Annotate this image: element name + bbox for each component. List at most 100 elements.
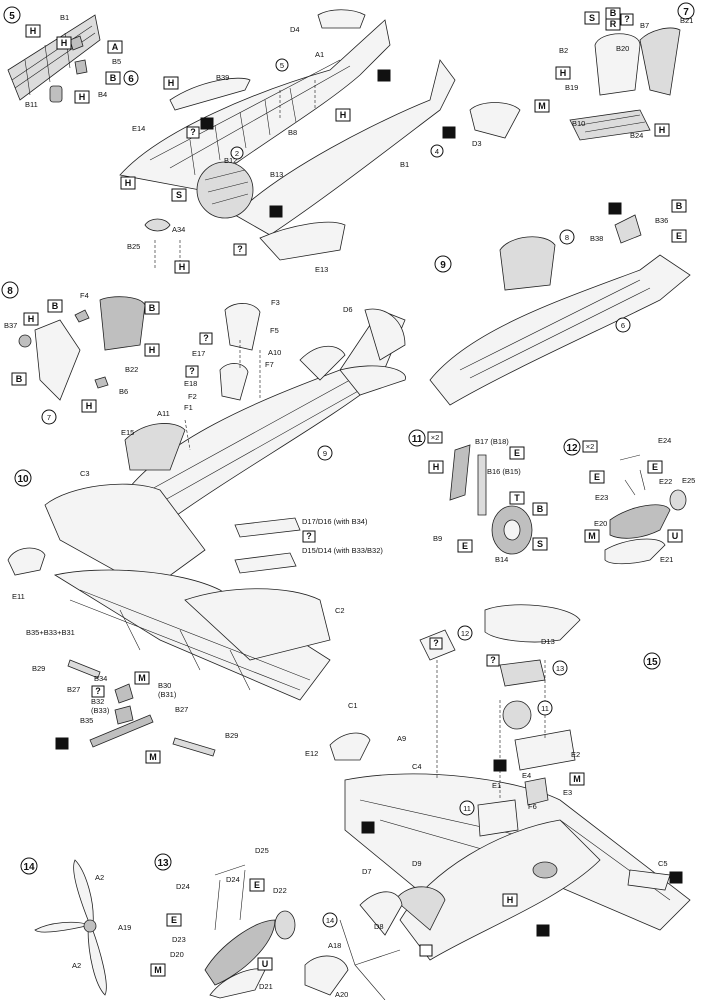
step-7-seat: 7 B2 B7 B21 B20 B19 B10 B24 S B R ? H M …: [534, 2, 695, 141]
svg-text:12: 12: [461, 629, 469, 638]
label-E22: E22: [659, 477, 672, 486]
svg-text:10: 10: [17, 474, 29, 485]
svg-text:7: 7: [683, 7, 689, 18]
svg-text:B: B: [676, 201, 683, 211]
svg-text:?: ?: [203, 333, 209, 343]
symbol-H: [335, 108, 351, 122]
part-b22-shape: [99, 296, 146, 351]
step-9-ref-marker: [317, 445, 333, 461]
svg-text:E: E: [676, 231, 682, 241]
step-8-frame: 8 F4 B37 B22 B6 7 H B B B H H: [1, 281, 160, 425]
step-10-marker: [14, 469, 32, 487]
svg-text:15: 15: [646, 657, 658, 668]
part-a19-hub-shape: [83, 919, 97, 933]
svg-text:M: M: [588, 531, 596, 541]
label-F4: F4: [80, 291, 89, 300]
label-D3: D3: [472, 139, 482, 148]
part-c3-wing-shape: [44, 483, 206, 591]
part-e2-shape: [514, 729, 576, 771]
label-D13: D13: [541, 637, 555, 646]
symbol-U: [257, 957, 273, 971]
canopy-fuselage-assembly: F3 F5 D6 E17 A10 F7 E18 F2 F1 A11 E15 9 …: [119, 298, 406, 521]
label-E3: E3: [563, 788, 572, 797]
symbol-B: [532, 502, 548, 516]
part-b29-shape: [67, 659, 101, 679]
svg-text:H: H: [86, 401, 93, 411]
decal-icon: [536, 924, 550, 937]
part-b32-shape: [114, 705, 134, 725]
svg-text:E: E: [594, 472, 600, 482]
svg-text:6: 6: [621, 321, 625, 330]
step-12-marker: [563, 438, 581, 456]
label-A20: A20: [335, 990, 348, 999]
label-E12: E12: [305, 749, 318, 758]
label-B7: B7: [640, 21, 649, 30]
svg-text:14: 14: [326, 916, 334, 925]
svg-text:12: 12: [566, 443, 578, 454]
svg-text:×2: ×2: [431, 433, 440, 442]
symbol-E: [509, 446, 525, 460]
svg-text:M: M: [154, 965, 162, 975]
label-A2b: A2: [72, 961, 81, 970]
fuselage-assembly: D4 A1 B39 E14 B8 B12 B13 A34 B25 E13 D3 …: [119, 9, 521, 274]
step-12-ref-marker: [457, 625, 473, 641]
symbol-question: [199, 332, 213, 345]
label-B12: B12: [224, 156, 237, 165]
label-F6: F6: [528, 802, 537, 811]
symbol-question: [302, 530, 316, 543]
spinner-a20-shape: [304, 955, 349, 996]
step-7-ref-marker: [41, 409, 57, 425]
svg-text:T: T: [514, 493, 520, 503]
part-b4-shape: [74, 59, 88, 75]
svg-text:H: H: [125, 178, 132, 188]
label-E15: E15: [121, 428, 134, 437]
step-2-ref-number: 2: [235, 149, 239, 158]
quantity-badge: [582, 440, 598, 453]
step-11-ref-marker: [537, 700, 553, 716]
svg-text:13: 13: [556, 664, 564, 673]
svg-text:H: H: [507, 895, 514, 905]
label-E24: E24: [658, 436, 671, 445]
part-d22-ring-shape: [274, 910, 296, 940]
part-e25-shape: [669, 489, 687, 511]
symbol-E: [249, 878, 265, 892]
symbol-E: [457, 539, 473, 553]
symbol-B-text: B: [110, 73, 117, 83]
label-B5: B5: [112, 57, 121, 66]
svg-text:H: H: [433, 462, 440, 472]
symbol-M: [534, 99, 550, 113]
label-D23: D23: [172, 935, 186, 944]
part-b13-assembly-shape: [499, 659, 546, 687]
tailplane-left-shape: [299, 345, 346, 381]
svg-text:E: E: [514, 448, 520, 458]
svg-text:11: 11: [412, 434, 423, 445]
symbol-H-text: H: [30, 26, 37, 36]
symbol-question: [91, 685, 105, 698]
svg-text:M: M: [573, 774, 581, 784]
svg-text:S: S: [537, 539, 543, 549]
prop-blade-left: [34, 921, 92, 933]
engine-block: [196, 161, 254, 219]
svg-text:H: H: [149, 345, 156, 355]
paint-brush-icon: [669, 871, 683, 884]
step-11-landing-gear: 11 ×2 B17 (B18) B16 (B15) B9 B14 H E T B…: [408, 429, 548, 564]
symbol-question: [185, 365, 199, 378]
part-b27-shape: [172, 737, 216, 757]
symbol-H: [654, 123, 670, 137]
part-d21-shape: [209, 968, 266, 999]
symbol-E: [589, 470, 605, 484]
symbol-H: [174, 260, 190, 274]
svg-text:M: M: [149, 752, 157, 762]
part-b34-shape: [114, 683, 134, 704]
decal-position-icon: [419, 944, 433, 957]
part-c5-shape: [627, 869, 671, 891]
symbol-H: [120, 176, 136, 190]
label-E17: E17: [192, 349, 205, 358]
label-A10: A10: [268, 348, 281, 357]
step-14-ref-marker: [322, 912, 338, 928]
symbol-M: [150, 963, 166, 977]
label-B27b: B27: [175, 705, 188, 714]
svg-text:B: B: [52, 301, 59, 311]
label-B1: B1: [400, 160, 409, 169]
